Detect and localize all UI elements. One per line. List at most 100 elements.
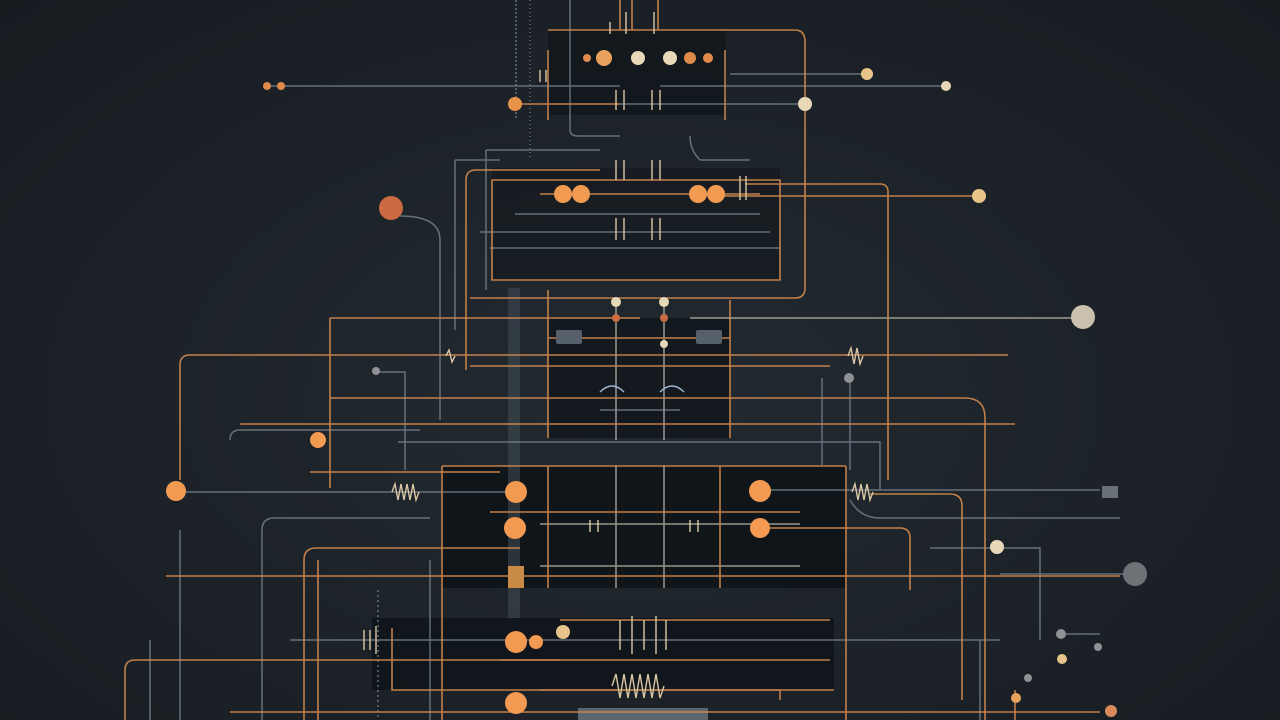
- node: [941, 81, 951, 91]
- node: [505, 481, 527, 503]
- mid-upper-panel: [492, 168, 780, 280]
- node: [556, 625, 570, 639]
- orange-wires: [124, 0, 1120, 720]
- node: [263, 82, 271, 90]
- capacitor-glyph: [615, 218, 625, 240]
- wire: [261, 517, 430, 531]
- wire: [870, 493, 963, 700]
- node: [663, 51, 677, 65]
- dark-panels: [372, 30, 846, 720]
- capacitor-glyph: [651, 90, 661, 110]
- capacitor-glyph: [609, 12, 655, 34]
- node: [861, 68, 873, 80]
- node: [1056, 629, 1066, 639]
- capacitor-glyph: [739, 176, 747, 200]
- node: [310, 432, 326, 448]
- node: [508, 97, 522, 111]
- wire: [399, 215, 441, 420]
- wire: [619, 0, 659, 30]
- wire: [745, 183, 889, 480]
- node: [554, 185, 572, 203]
- wire: [491, 179, 781, 281]
- node: [583, 54, 591, 62]
- node: [750, 518, 770, 538]
- wire: [569, 0, 620, 137]
- resistor-glyph: [851, 481, 874, 503]
- resistor-glyph: [445, 347, 456, 365]
- node: [504, 517, 526, 539]
- node: [972, 189, 986, 203]
- wire: [124, 659, 560, 720]
- chip: [508, 566, 524, 588]
- wire: [229, 429, 420, 441]
- wire: [303, 547, 520, 561]
- node: [684, 52, 696, 64]
- node: [749, 480, 771, 502]
- node: [631, 51, 645, 65]
- node: [1024, 674, 1032, 682]
- capacitor-glyph: [539, 70, 547, 82]
- node: [703, 53, 713, 63]
- node: [660, 340, 668, 348]
- components: [363, 12, 874, 699]
- resistor-glyph: [391, 481, 420, 503]
- bottom-strip: [578, 708, 708, 720]
- chip: [1102, 486, 1118, 498]
- capacitor-glyph: [615, 90, 625, 110]
- wire: [540, 689, 781, 700]
- node: [1057, 654, 1067, 664]
- wire: [378, 371, 406, 470]
- wire: [760, 527, 911, 590]
- capacitor-glyph: [619, 616, 667, 654]
- resistor-glyph: [611, 673, 665, 699]
- node: [505, 692, 527, 714]
- chip: [556, 330, 582, 344]
- wire: [849, 499, 1120, 519]
- node: [611, 297, 621, 307]
- node: [379, 196, 403, 220]
- wire: [330, 397, 986, 720]
- wire: [398, 441, 881, 490]
- nodes: [166, 50, 1147, 717]
- capacitor-glyph: [599, 385, 685, 393]
- node: [277, 82, 285, 90]
- main-panel: [442, 466, 846, 588]
- wire: [465, 169, 600, 181]
- capacitor-glyph: [363, 626, 377, 654]
- node: [1094, 643, 1102, 651]
- node: [596, 50, 612, 66]
- chips: [508, 330, 1118, 588]
- capacitor-glyph: [651, 160, 661, 180]
- node: [1105, 705, 1117, 717]
- lower-panel: [372, 618, 834, 690]
- node: [689, 185, 707, 203]
- node: [505, 631, 527, 653]
- capacitor-glyph: [589, 520, 599, 532]
- wire: [470, 29, 806, 299]
- capacitor-glyph: [615, 160, 625, 180]
- node: [798, 97, 812, 111]
- wire: [689, 135, 701, 161]
- node: [990, 540, 1004, 554]
- node: [612, 314, 620, 322]
- node: [1071, 305, 1095, 329]
- node: [572, 185, 590, 203]
- node: [166, 481, 186, 501]
- node: [844, 373, 854, 383]
- node: [529, 635, 543, 649]
- node: [660, 314, 668, 322]
- node: [372, 367, 380, 375]
- resistor-glyph: [847, 345, 864, 367]
- node: [707, 185, 725, 203]
- top-panel: [548, 30, 726, 115]
- node: [1011, 693, 1021, 703]
- node: [659, 297, 669, 307]
- wire: [930, 547, 1041, 640]
- wire: [179, 354, 1008, 480]
- capacitor-glyph: [651, 218, 661, 240]
- capacitor-glyph: [689, 520, 699, 532]
- chip: [696, 330, 722, 344]
- node: [1123, 562, 1147, 586]
